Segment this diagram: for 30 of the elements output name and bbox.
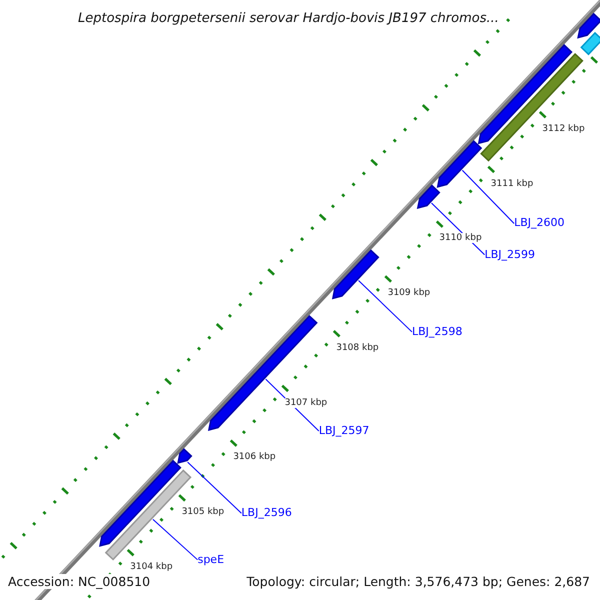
gene-feature (436, 140, 482, 188)
gene-feature (177, 448, 192, 464)
scale-label: 3111 kbp (490, 178, 534, 189)
gene-label: LBJ_2597 (318, 424, 370, 438)
gene-bar (480, 52, 584, 162)
title: Leptospira borgpetersenii serovar Hardjo-bovis JB197 chromos... (78, 11, 499, 26)
leader-line (358, 280, 412, 332)
gene-label: speE (198, 552, 224, 567)
leader-line (462, 170, 515, 224)
accession-text: Accession: NC_008510 (8, 574, 150, 589)
leader-line (187, 462, 242, 514)
scale-label: 3110 kbp (439, 233, 482, 244)
gene-label: LBJ_2596 (241, 506, 292, 520)
genome-info-text: Topology: circular; Length: 3,576,473 bp; Genes: 2,687 (246, 574, 590, 589)
gene-feature (416, 184, 440, 210)
scale-label: 3108 kbp (336, 342, 379, 353)
scale-label: 3112 kbp (542, 124, 585, 134)
scale-label: 3106 kbp (233, 452, 276, 462)
gene-feature (577, 12, 600, 39)
scale-label: 3109 kbp (388, 288, 430, 298)
scale-label: 3107 kbp (284, 398, 328, 408)
gene-bar (580, 32, 600, 56)
scale-label: 3104 kbp (130, 562, 173, 572)
gene-label: LBJ_2600 (514, 216, 564, 230)
gene-label: LBJ_2599 (484, 248, 536, 262)
gene-feature (332, 249, 380, 300)
gene-label: LBJ_2598 (412, 324, 462, 339)
gene-feature (99, 460, 182, 547)
scale-label: 3105 kbp (182, 507, 224, 518)
leader-line (152, 518, 198, 560)
